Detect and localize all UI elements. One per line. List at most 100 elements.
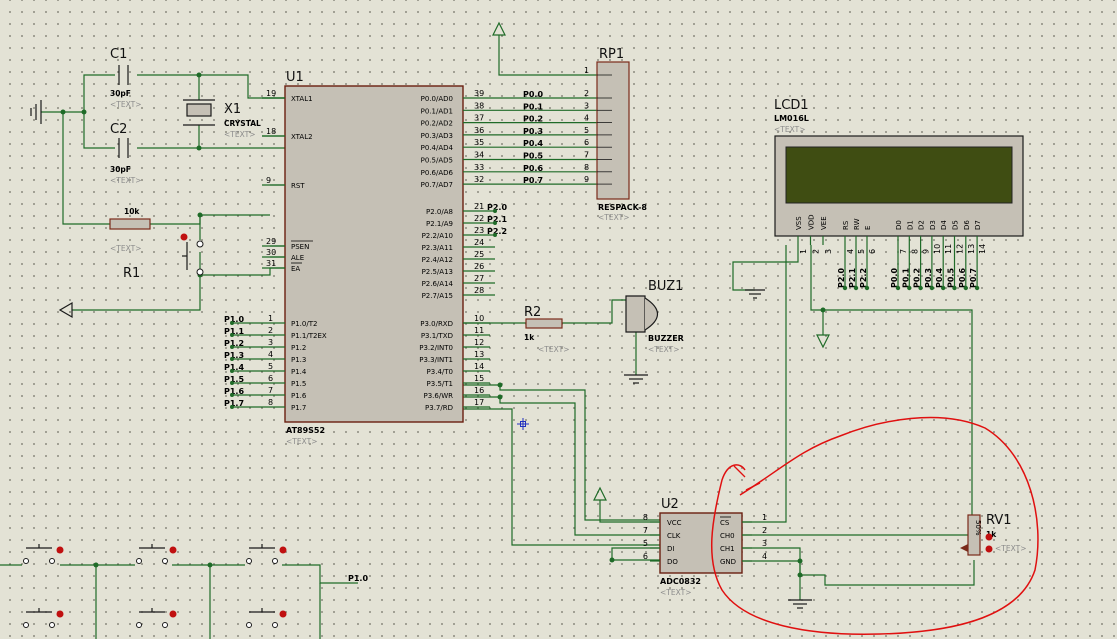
net-node: [907, 285, 912, 291]
rv1-pin-up[interactable]: [985, 533, 993, 541]
rp1-pin-number: 6: [584, 138, 589, 147]
button-pin[interactable]: [169, 610, 177, 618]
u2-pin-name: DI: [667, 545, 674, 553]
adc-u2[interactable]: U2 ADC0832 <TEXT> 8VCC7CLK5DI6DO1CS2CH03…: [643, 497, 767, 597]
u1-pin-number: 34: [474, 151, 484, 160]
push-button[interactable]: [136, 608, 177, 628]
r2-ref: R2: [524, 305, 541, 320]
button-pin[interactable]: [56, 546, 64, 554]
push-button[interactable]: [136, 544, 177, 564]
net-node: [230, 393, 234, 397]
u2-pin-number: 6: [643, 552, 648, 561]
net-label-p10: P1.0: [348, 574, 368, 583]
u1-pin-number: 6: [268, 374, 273, 383]
u1-pin-name: P2.6/A14: [422, 280, 454, 288]
u1-pin-number: 12: [474, 338, 484, 347]
push-button[interactable]: [246, 544, 287, 564]
u1-pin-number: 16: [474, 386, 484, 395]
reset-button-pin[interactable]: [180, 233, 188, 241]
net-node: [853, 285, 859, 291]
junctions: [60, 72, 826, 578]
u1-ref: U1: [286, 70, 304, 85]
buzzer-buz1[interactable]: BUZ1 BUZZER <TEXT>: [625, 279, 684, 354]
buz1-part: BUZZER: [648, 334, 684, 343]
net-label-P02: P0.2: [913, 268, 922, 288]
net-label-P00: P0.0: [523, 90, 543, 99]
lcd1-pin-name: D2: [918, 220, 926, 230]
lcd1-pin-name: RS: [842, 220, 850, 230]
u2-body[interactable]: [659, 512, 743, 574]
lcd1-pin-number: 10: [933, 244, 942, 254]
crystal-x1[interactable]: X1 CRYSTAL <TEXT>: [183, 99, 261, 139]
push-button[interactable]: [246, 608, 287, 628]
u1-pin-number: 14: [474, 362, 484, 371]
u2-pin-name: CS: [720, 519, 730, 527]
u1-pin-number: 24: [474, 238, 484, 247]
u1-pin-name: P3.0/RXD: [420, 320, 453, 328]
u1-pin-number: 1: [268, 314, 273, 323]
u1-body[interactable]: [284, 85, 464, 423]
lcd1-pin-number: 6: [868, 249, 877, 254]
lcd-lcd1[interactable]: LCD1 LM016L <TEXT> VSS1VDD2VEE3RS4P2.0RW…: [774, 98, 1024, 291]
capacitor-c1[interactable]: C1 30pF <TEXT>: [110, 47, 141, 109]
u1-pin-name: P3.2/INT0: [419, 344, 453, 352]
rp1-body[interactable]: [596, 61, 630, 200]
net-label-P11: P1.1: [224, 327, 244, 336]
rv1-pin-down[interactable]: [985, 545, 993, 553]
net-label-P06: P0.6: [958, 268, 967, 288]
u1-pin-number: 33: [474, 163, 484, 172]
resistor-r1[interactable]: 10k <TEXT> R1: [109, 207, 151, 281]
resistor-r2[interactable]: R2 1k <TEXT>: [524, 305, 569, 354]
c1-value: 30pF: [110, 89, 131, 98]
rp1-pin-number: 2: [584, 89, 589, 98]
ground-symbol-u2: [788, 599, 812, 609]
rp1-pin-number: 5: [584, 126, 589, 135]
u1-pin-number: 35: [474, 138, 484, 147]
net-node: [952, 285, 957, 291]
u1-pin-number: 31: [266, 259, 276, 268]
rp1-pin-number: 4: [584, 114, 589, 123]
button-pin[interactable]: [279, 546, 287, 554]
capacitor-c2[interactable]: C2 30pF <TEXT>: [110, 122, 141, 185]
lcd1-pin-name: VDD: [808, 214, 816, 230]
u1-pin-number: 27: [474, 274, 484, 283]
u2-pin-name: CH1: [720, 545, 735, 553]
r2-value: 1k: [524, 333, 535, 342]
r1-text-placeholder: <TEXT>: [110, 244, 141, 253]
net-label-P02: P0.2: [523, 115, 543, 124]
u1-pin-name: P1.5: [291, 380, 306, 388]
u1-pin-number: 3: [268, 338, 273, 347]
r1-ref: R1: [123, 266, 140, 281]
lcd1-pin-number: 3: [824, 249, 833, 254]
push-button[interactable]: [23, 608, 64, 628]
u1-pin-name: P0.1/AD1: [421, 107, 453, 115]
net-node: [230, 369, 234, 373]
u1-pin-number: 25: [474, 250, 484, 259]
push-button[interactable]: [23, 544, 64, 564]
mcu-u1[interactable]: U1 AT89S52 <TEXT> 19XTAL118XTAL29RST29PS…: [224, 70, 597, 446]
reset-button[interactable]: [180, 233, 204, 276]
net-node: [230, 345, 234, 349]
button-pin[interactable]: [56, 610, 64, 618]
lcd1-pin-name: VSS: [795, 216, 803, 230]
rp1-pin-number: 8: [584, 163, 589, 172]
lcd1-pin-number: 7: [899, 249, 908, 254]
net-label-P17: P1.7: [224, 399, 244, 408]
net-node: [895, 285, 901, 291]
u1-pin-number: 26: [474, 262, 484, 271]
net-label-P15: P1.5: [224, 375, 244, 384]
button-pin[interactable]: [279, 610, 287, 618]
u1-pin-number: 7: [268, 386, 273, 395]
net-node: [493, 221, 497, 225]
potentiometer-rv1[interactable]: 50% RV1 1k <TEXT>: [960, 513, 1026, 556]
lcd1-pin-number: 4: [846, 249, 855, 254]
net-node: [941, 285, 946, 291]
u1-pin-name: P2.4/A12: [422, 256, 453, 264]
u1-pin-number: 15: [474, 374, 484, 383]
lcd1-pin-number: 11: [944, 244, 953, 254]
net-label-P21: P2.1: [487, 215, 507, 224]
button-pin[interactable]: [169, 546, 177, 554]
